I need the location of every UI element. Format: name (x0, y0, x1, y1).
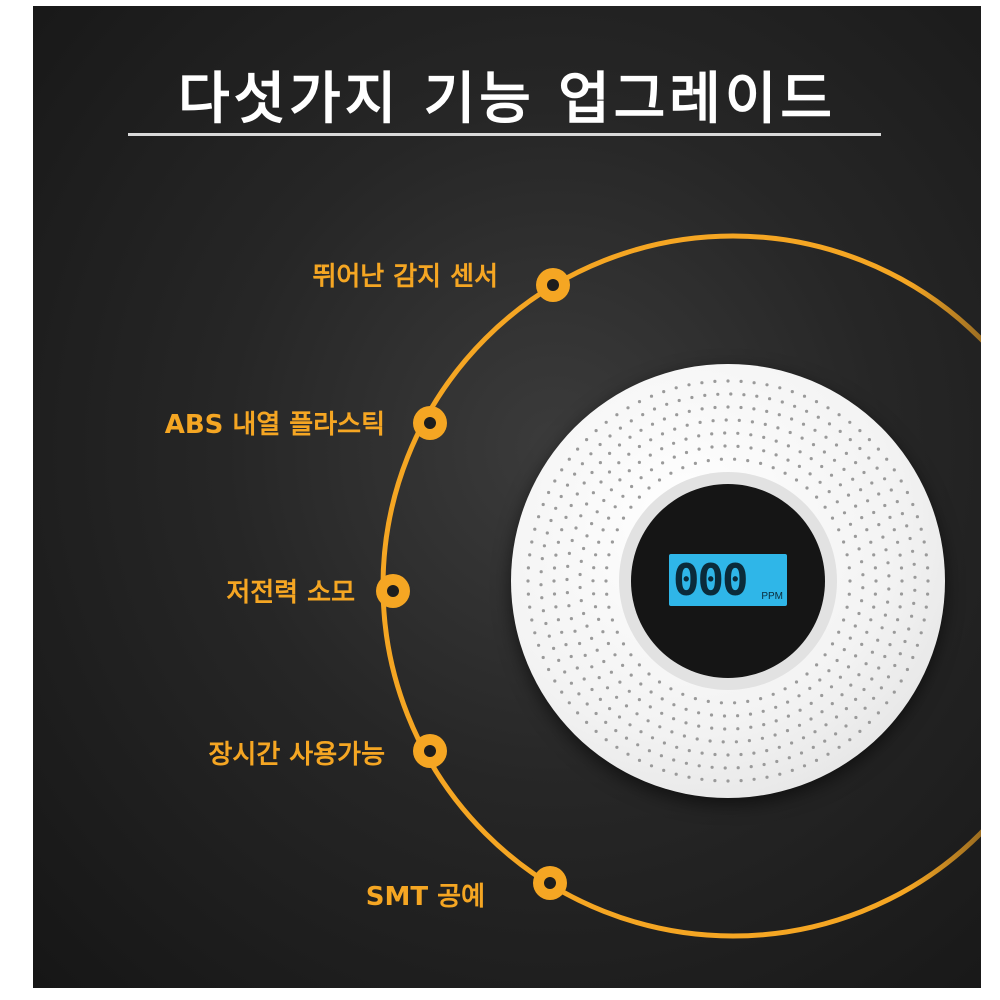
feature-label-5: SMT 공예 (365, 882, 485, 912)
product-banner: 다섯가지 기능 업그레이드 뛰어난 감지 센서 ABS 내열 플라스틱 저전력 … (33, 6, 981, 988)
title-underline (128, 133, 881, 136)
feature-label-3: 저전력 소모 (226, 578, 355, 608)
feature-marker-1 (536, 268, 570, 302)
feature-label-2: ABS 내열 플라스틱 (164, 410, 385, 440)
lcd-screen: 000 PPM (669, 554, 787, 606)
feature-label-1: 뛰어난 감지 센서 (312, 262, 498, 292)
feature-marker-4 (413, 734, 447, 768)
feature-marker-2 (413, 406, 447, 440)
feature-marker-5 (533, 866, 567, 900)
display-bezel: 000 PPM (619, 472, 837, 690)
display-housing: 000 PPM (631, 484, 825, 678)
banner-title: 다섯가지 기능 업그레이드 (178, 67, 836, 132)
lcd-unit: PPM (761, 591, 783, 602)
feature-label-4: 장시간 사용가능 (208, 740, 386, 770)
co-detector-device: 000 PPM (511, 364, 945, 798)
feature-marker-3 (376, 574, 410, 608)
lcd-reading: 000 (673, 555, 748, 606)
speaker-grille (526, 379, 930, 783)
